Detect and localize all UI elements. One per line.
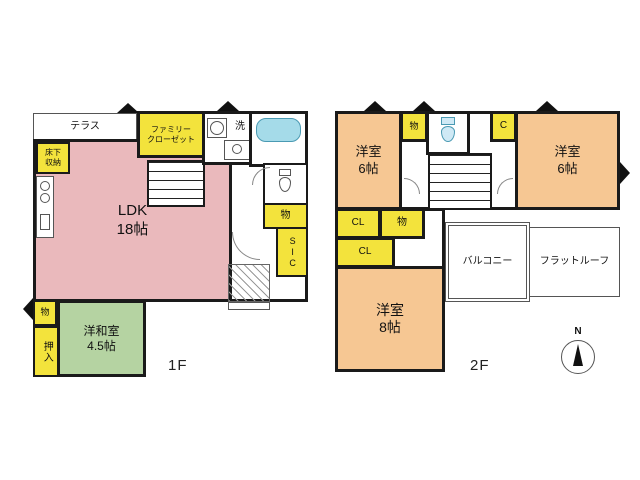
storage-left: 物 — [33, 300, 57, 326]
terrace-label: テラス — [70, 121, 100, 133]
underfloor-storage-label: 床下 収納 — [45, 148, 61, 167]
entrance-tile — [228, 264, 270, 302]
sic-label: SIC — [287, 235, 298, 269]
stairs-1f — [147, 160, 205, 207]
kitchen-sink-icon — [40, 214, 50, 230]
bedroom-south-label: 洋室 8帖 — [376, 301, 404, 336]
bathtub-icon — [256, 118, 301, 142]
compass: N — [556, 326, 600, 378]
roof-marker-icon — [413, 101, 435, 111]
storage-2f-top: 物 — [400, 111, 428, 142]
toilet-bowl-icon-2f — [441, 126, 455, 142]
balcony-label: バルコニー — [462, 255, 513, 267]
storage-right-label: 物 — [280, 209, 291, 221]
oshiire-closet: 押入 — [33, 326, 59, 377]
washing-machine-drum-icon — [210, 121, 224, 135]
closet-cl-2-label: CL — [358, 246, 372, 258]
underfloor-storage: 床下 収納 — [36, 142, 70, 174]
toilet-bowl-icon-1f — [279, 177, 291, 192]
compass-needle-icon — [573, 344, 583, 366]
stove-burner-icon — [40, 181, 50, 191]
family-closet-label: ファミリー クローゼット — [147, 124, 195, 144]
japanese-room: 洋和室 4.5帖 — [57, 300, 146, 377]
oshiire-label: 押入 — [41, 340, 53, 363]
bedroom-nw-label: 洋室 6帖 — [355, 144, 382, 176]
storage-left-label: 物 — [40, 307, 50, 318]
bedroom-ne-label: 洋室 6帖 — [554, 144, 581, 176]
stove-burner-icon — [40, 193, 50, 203]
entrance-step — [228, 302, 270, 310]
storage-2f-mid-label: 物 — [397, 217, 407, 229]
stairs-2f — [428, 153, 492, 210]
roof-marker-icon — [536, 101, 558, 111]
closet-c: C — [490, 111, 517, 142]
bedroom-south: 洋室 8帖 — [335, 266, 445, 372]
compass-north-label: N — [574, 326, 582, 337]
sic-closet: SIC — [276, 227, 308, 277]
bedroom-nw: 洋室 6帖 — [335, 111, 402, 210]
closet-c-label: C — [499, 120, 508, 132]
roof-marker-icon — [23, 298, 33, 320]
storage-2f-top-label: 物 — [409, 120, 419, 131]
bedroom-ne: 洋室 6帖 — [515, 111, 620, 210]
japanese-room-label: 洋和室 4.5帖 — [83, 323, 120, 353]
closet-cl-1-label: CL — [351, 217, 365, 229]
vanity-sink-icon — [232, 144, 242, 154]
ldk-label: LDK 18帖 — [116, 201, 149, 238]
roof-marker-icon — [620, 162, 630, 184]
flat-roof: フラットルーフ — [529, 227, 620, 297]
closet-cl-1: CL — [335, 208, 381, 239]
closet-cl-2: CL — [335, 237, 395, 268]
roof-marker-icon — [364, 101, 386, 111]
balcony: バルコニー — [445, 222, 530, 302]
toilet-tank-icon-2f — [441, 117, 455, 125]
flat-roof-label: フラットルーフ — [539, 255, 610, 267]
laundry-label: 洗 — [235, 121, 245, 132]
roof-marker-icon — [117, 103, 139, 113]
floor2-label: 2F — [470, 357, 490, 374]
toilet-tank-icon-1f — [279, 169, 291, 176]
floor1-label: 1F — [168, 357, 188, 374]
family-closet: ファミリー クローゼット — [137, 111, 205, 158]
terrace: テラス — [33, 113, 137, 142]
storage-2f-mid: 物 — [379, 208, 425, 239]
roof-marker-icon — [217, 101, 239, 111]
storage-right: 物 — [263, 203, 308, 229]
